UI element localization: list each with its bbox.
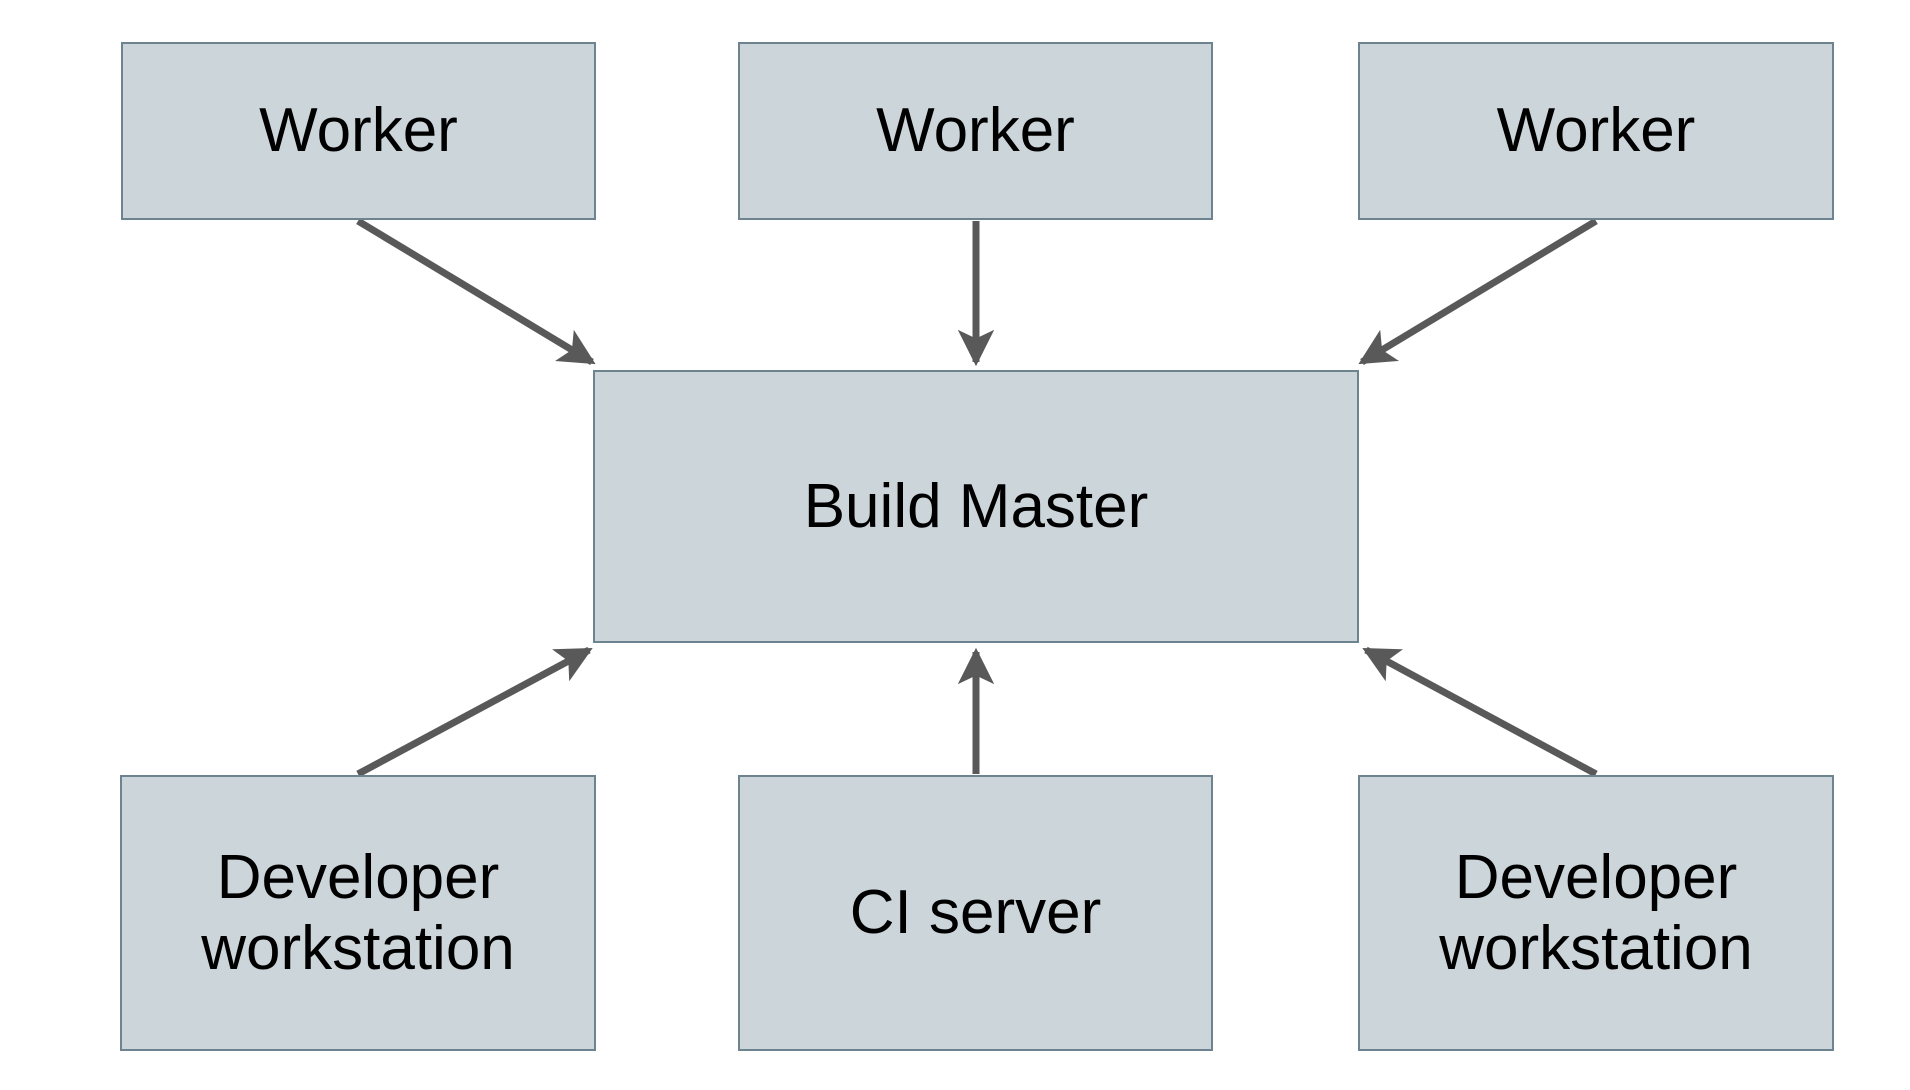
node-ci-server[interactable]: CI server xyxy=(738,775,1213,1051)
node-build-master[interactable]: Build Master xyxy=(593,370,1359,643)
edge-dev-left-to-master xyxy=(356,646,593,778)
node-label-worker-center: Worker xyxy=(876,96,1075,166)
edge-dev-right-to-master xyxy=(1362,646,1598,778)
edge-worker-right-to-master xyxy=(1358,218,1598,365)
node-label-developer-workstation-right: Developer workstation xyxy=(1439,842,1753,983)
node-worker-left[interactable]: Worker xyxy=(121,42,596,220)
node-label-build-master: Build Master xyxy=(803,471,1149,541)
node-developer-workstation-right[interactable]: Developer workstation xyxy=(1358,775,1834,1051)
node-worker-right[interactable]: Worker xyxy=(1358,42,1834,220)
node-worker-center[interactable]: Worker xyxy=(738,42,1213,220)
node-label-developer-workstation-left: Developer workstation xyxy=(201,842,515,983)
node-label-ci-server: CI server xyxy=(849,878,1102,948)
node-label-worker-left: Worker xyxy=(259,96,458,166)
node-developer-workstation-left[interactable]: Developer workstation xyxy=(120,775,596,1051)
edge-worker-left-to-master xyxy=(356,218,596,365)
node-label-worker-right: Worker xyxy=(1496,96,1696,166)
